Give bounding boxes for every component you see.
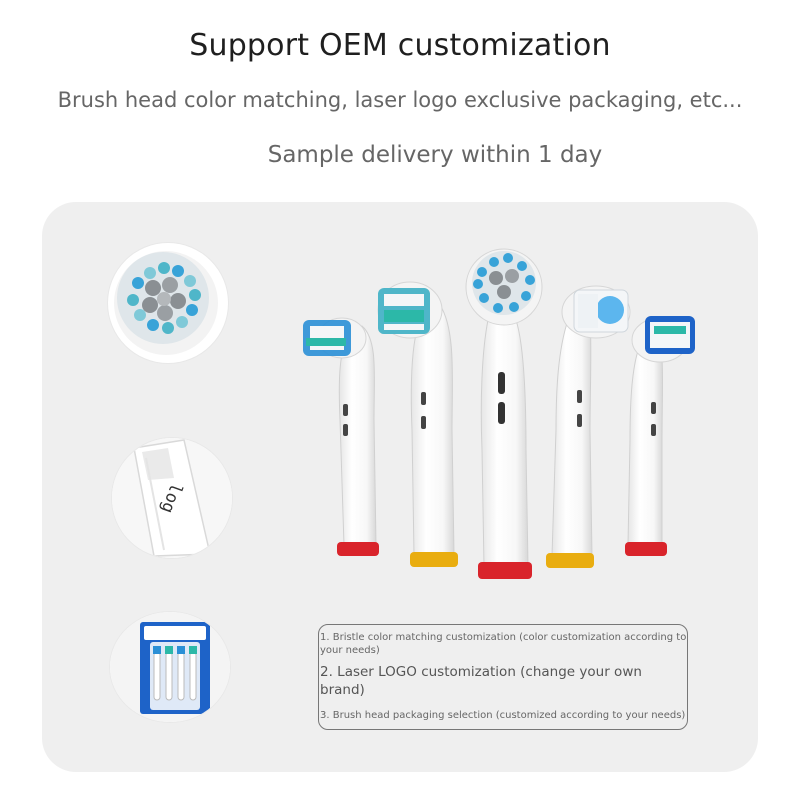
blister-pack-image xyxy=(110,612,230,722)
page-subtitle: Brush head color matching, laser logo ex… xyxy=(57,88,743,112)
bristle-closeup-thumbnail xyxy=(108,243,228,363)
bristle-closeup-image xyxy=(114,251,218,355)
laser-logo-thumbnail: log xyxy=(112,438,232,558)
feature-item-2: 2. Laser LOGO customization (change your… xyxy=(320,664,642,698)
delivery-note: Sample delivery within 1 day xyxy=(267,142,603,168)
customization-features-box: 1. Bristle color matching customization … xyxy=(318,624,688,730)
feature-item-1: 1. Bristle color matching customization … xyxy=(320,632,687,656)
packaging-thumbnail xyxy=(110,612,230,722)
engraved-handle-image xyxy=(112,438,232,558)
feature-item-3: 3. Brush head packaging selection (custo… xyxy=(320,710,686,721)
bristle-tufts xyxy=(127,262,201,334)
page-title: Support OEM customization xyxy=(189,28,611,63)
